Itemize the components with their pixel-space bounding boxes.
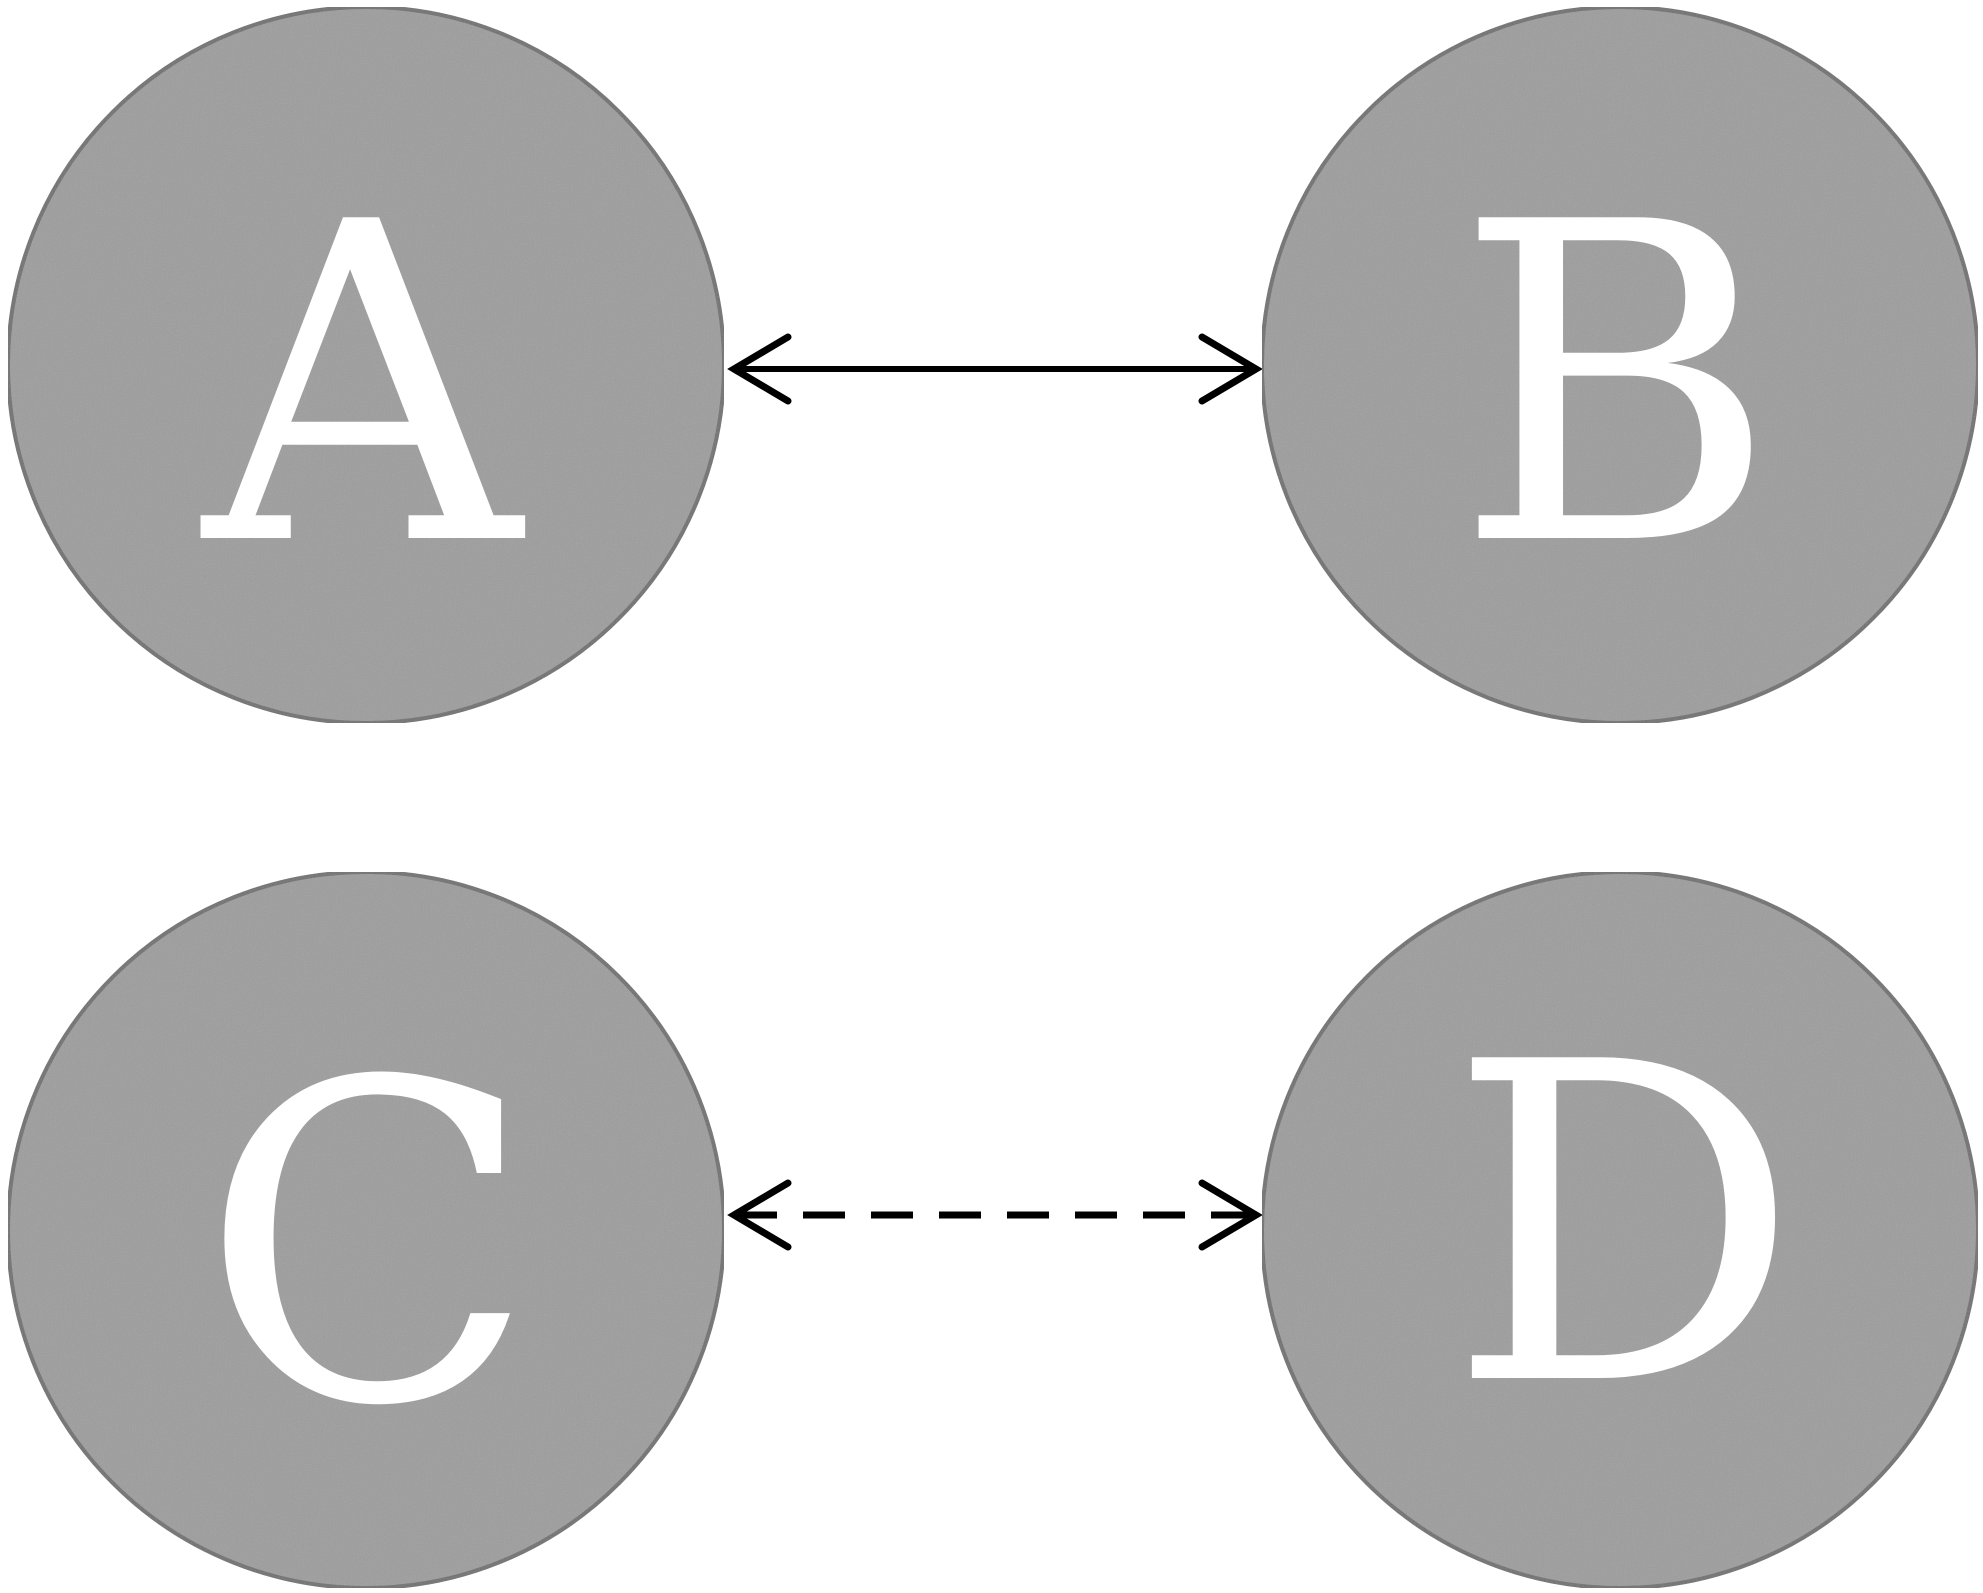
node-c-label: C xyxy=(200,990,537,1502)
arrowhead-left-icon xyxy=(727,1179,792,1251)
arrowhead-left-icon xyxy=(727,333,792,405)
edge-c-d xyxy=(727,1179,1263,1251)
node-b-circle xyxy=(1260,5,1980,725)
node-d: D xyxy=(1260,870,1980,1590)
node-c: C xyxy=(6,870,726,1590)
node-b: B xyxy=(1260,5,1980,725)
edge-a-b xyxy=(727,333,1263,405)
node-a-label: A xyxy=(196,130,526,642)
node-a: A xyxy=(6,5,726,725)
node-c-circle xyxy=(6,870,726,1590)
node-a-circle xyxy=(6,5,726,725)
node-b-label: B xyxy=(1454,130,1777,642)
node-d-circle xyxy=(1260,870,1980,1590)
node-d-label: D xyxy=(1448,970,1801,1482)
arrowhead-right-icon xyxy=(1198,333,1263,405)
arrowhead-right-icon xyxy=(1198,1179,1263,1251)
